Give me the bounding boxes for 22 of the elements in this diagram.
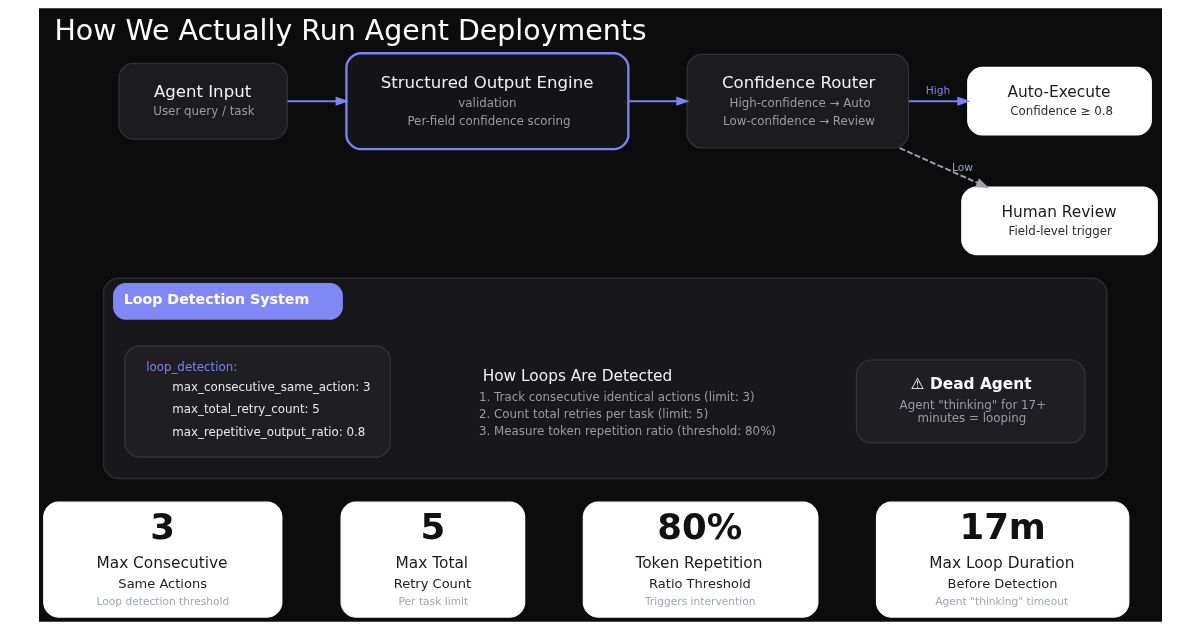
arrow [627, 96, 690, 106]
arrow [907, 96, 971, 106]
node-box: 3 Max Consecutive Same Actions Loop detection threshold [42, 501, 282, 618]
node-box: 17m Max Loop Duration Before Detection Agent "thinking" timeout [875, 501, 1129, 618]
arrow [286, 96, 349, 106]
edge-label: High [925, 84, 950, 98]
arrow [898, 147, 989, 189]
label: 3. Measure token repetition ratio (threshold: 80%) [478, 423, 776, 438]
node-box: Confidence Router High-confidence → Auto Low-confidence → Review [685, 53, 909, 149]
label: How Loops Are Detected [482, 366, 672, 385]
node-box: Auto-Execute Confidence ≥ 0.8 [966, 66, 1152, 136]
node-box: 5 Max Total Retry Count Per task limit [340, 501, 525, 618]
node-box: Human Review Field-level trigger [960, 186, 1158, 256]
label: 2. Count total retries per task (limit: 5) [478, 407, 708, 422]
diagram-title: How We Actually Run Agent Deployments [53, 14, 647, 48]
node-box: ⚠ Dead Agent Agent "thinking" for 17+ minutes = looping [855, 359, 1086, 444]
node-box: Agent Input User query / task [117, 62, 288, 140]
node-box: loop_detection: max_consecutive_same_action: 3 max_total_retry_count: 5 max_repetitive_output_ratio: 0.8 [123, 345, 391, 458]
node-box: 80% Token Repetition Ratio Threshold Triggers intervention [582, 501, 818, 618]
node-box: Structured Output Engine validation Per-field confidence scoring [344, 52, 630, 151]
label: 1. Track consecutive identical actions (limit: 3) [478, 390, 755, 405]
edge-label: Low [951, 160, 973, 174]
